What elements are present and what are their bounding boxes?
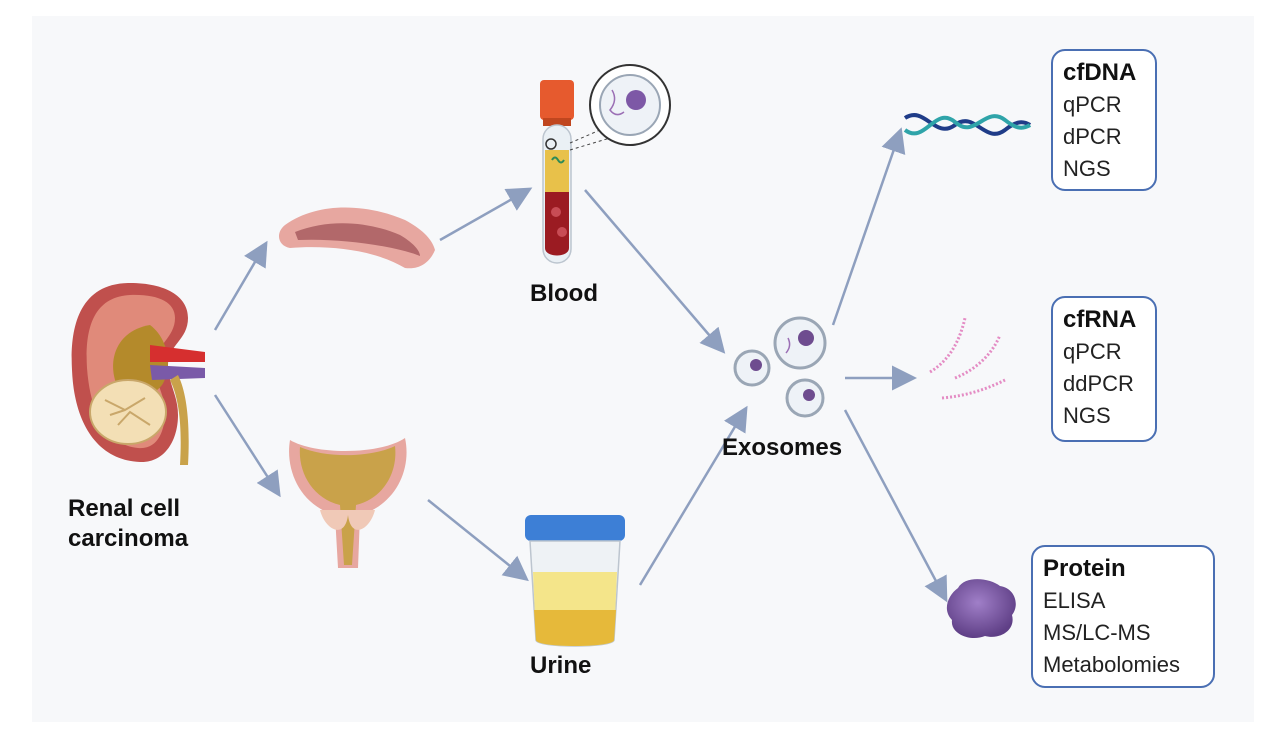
cfrna-title: cfRNA bbox=[1063, 306, 1137, 333]
protein-method: ELISA bbox=[1043, 588, 1106, 613]
blood-tube-icon bbox=[540, 64, 671, 264]
cfdna-method: qPCR bbox=[1063, 92, 1122, 117]
arrow-exosomes-to-protein bbox=[843, 409, 948, 603]
arrow-bladder-to-urine bbox=[427, 499, 529, 582]
cfdna-method: NGS bbox=[1063, 156, 1111, 181]
protein-methods-box: Protein ELISA MS/LC-MS Metabolomies bbox=[1031, 545, 1215, 688]
flow-arrows bbox=[213, 127, 948, 603]
rna-strands-icon bbox=[929, 317, 1006, 400]
arrow-exosomes-to-cfdna bbox=[831, 127, 906, 326]
exosomes-icon bbox=[733, 316, 827, 418]
kidney-icon bbox=[71, 283, 205, 465]
label-rcc-line2: carcinoma bbox=[68, 525, 189, 552]
dna-helix-icon bbox=[903, 113, 1032, 136]
arrow-kidney-to-vessel bbox=[213, 240, 268, 331]
arrow-blood-to-exosomes bbox=[584, 189, 726, 354]
urine-cup-icon bbox=[525, 515, 625, 647]
label-urine: Urine bbox=[530, 652, 592, 679]
label-blood: Blood bbox=[530, 280, 598, 307]
label-renal-cell-carcinoma: Renal cell carcinoma bbox=[68, 494, 188, 554]
cfdna-methods-box: cfDNA qPCR dPCR NGS bbox=[1051, 49, 1157, 191]
cfrna-methods-box: cfRNA qPCR ddPCR NGS bbox=[1051, 296, 1157, 442]
bladder-icon bbox=[289, 438, 407, 568]
arrow-kidney-to-bladder bbox=[213, 394, 281, 498]
arrow-vessel-to-blood bbox=[439, 187, 533, 242]
protein-icon bbox=[946, 579, 1016, 639]
cfrna-method: ddPCR bbox=[1063, 371, 1134, 396]
label-exosomes: Exosomes bbox=[722, 434, 843, 461]
protein-method: MS/LC-MS bbox=[1043, 620, 1151, 645]
cfdna-method: dPCR bbox=[1063, 124, 1122, 149]
protein-title: Protein bbox=[1043, 555, 1126, 582]
blood-vessel-icon bbox=[278, 207, 435, 269]
protein-method: Metabolomies bbox=[1043, 652, 1180, 677]
cfrna-method: qPCR bbox=[1063, 339, 1122, 364]
label-rcc-line1: Renal cell bbox=[68, 495, 181, 522]
cfrna-method: NGS bbox=[1063, 403, 1111, 428]
cfdna-title: cfDNA bbox=[1063, 59, 1137, 86]
arrow-urine-to-exosomes bbox=[638, 405, 748, 586]
